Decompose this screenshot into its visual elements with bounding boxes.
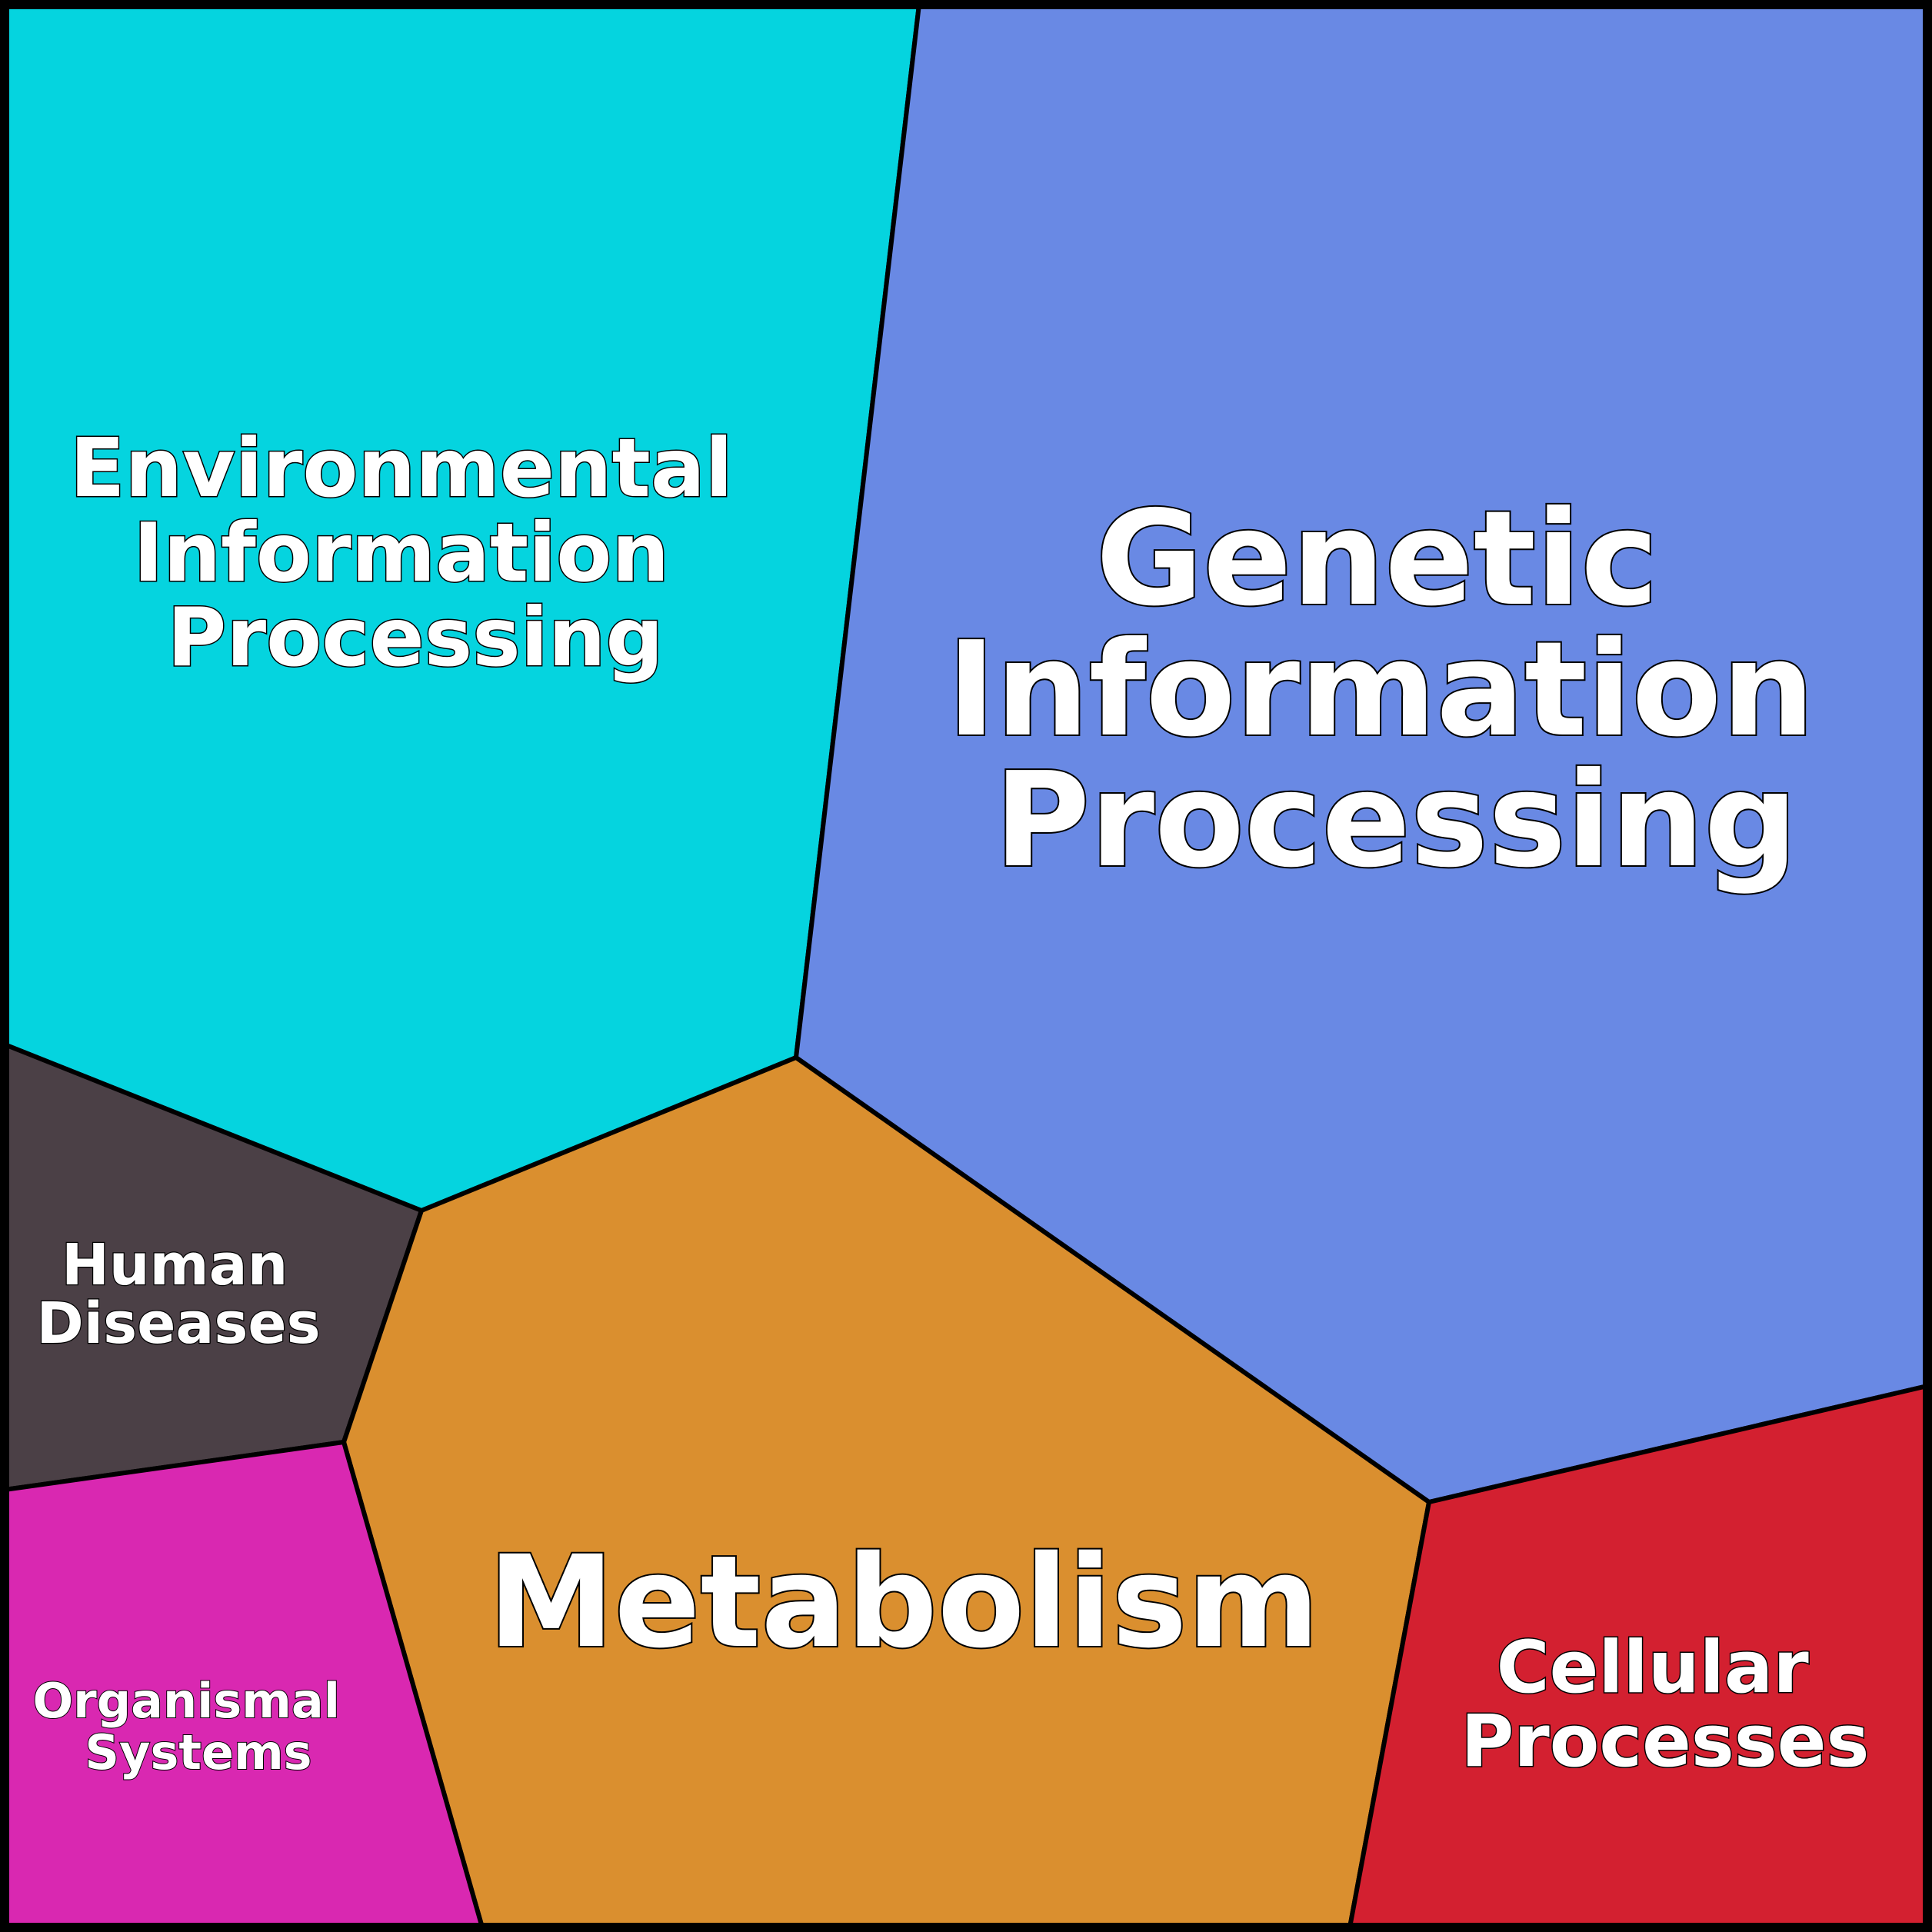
region-organismal-systems: Organismal Systems xyxy=(2,1440,485,1930)
label-metabolism-line-1: Metabolism xyxy=(488,1528,1319,1676)
label-genetic-line-3: Processing xyxy=(994,744,1798,897)
label-environmental-line-3: Processing xyxy=(167,591,663,685)
label-environmental: Environmental Information Processing xyxy=(70,421,761,685)
label-environmental-line-2: Information xyxy=(133,506,669,600)
region-cellular-processes: Cellular Processes xyxy=(1347,1384,1930,1930)
label-genetic-line-1: Genetic xyxy=(1096,483,1658,635)
region-environmental: Environmental Information Processing xyxy=(2,2,921,1213)
label-organismal-systems: Organismal Systems xyxy=(32,1673,356,1780)
label-human-diseases: Human Diseases xyxy=(36,1232,320,1357)
label-cellular-processes-line-2: Processes xyxy=(1461,1700,1870,1784)
label-cellular-processes: Cellular Processes xyxy=(1461,1626,1870,1784)
label-human-diseases-line-1: Human xyxy=(62,1232,288,1298)
label-genetic-line-2: Information xyxy=(947,614,1814,766)
region-metabolism: Metabolism xyxy=(341,1055,1431,1930)
label-human-diseases-line-2: Diseases xyxy=(36,1291,320,1357)
region-human-diseases: Human Diseases xyxy=(2,1042,424,1492)
label-environmental-line-1: Environmental xyxy=(70,421,733,515)
region-genetic: Genetic Information Processing xyxy=(794,2,1930,1504)
label-genetic: Genetic Information Processing xyxy=(947,483,1860,897)
label-organismal-systems-line-1: Organismal xyxy=(32,1673,340,1729)
label-organismal-systems-line-2: Systems xyxy=(85,1724,311,1780)
label-cellular-processes-line-1: Cellular xyxy=(1497,1626,1810,1710)
label-metabolism: Metabolism xyxy=(488,1528,1319,1676)
